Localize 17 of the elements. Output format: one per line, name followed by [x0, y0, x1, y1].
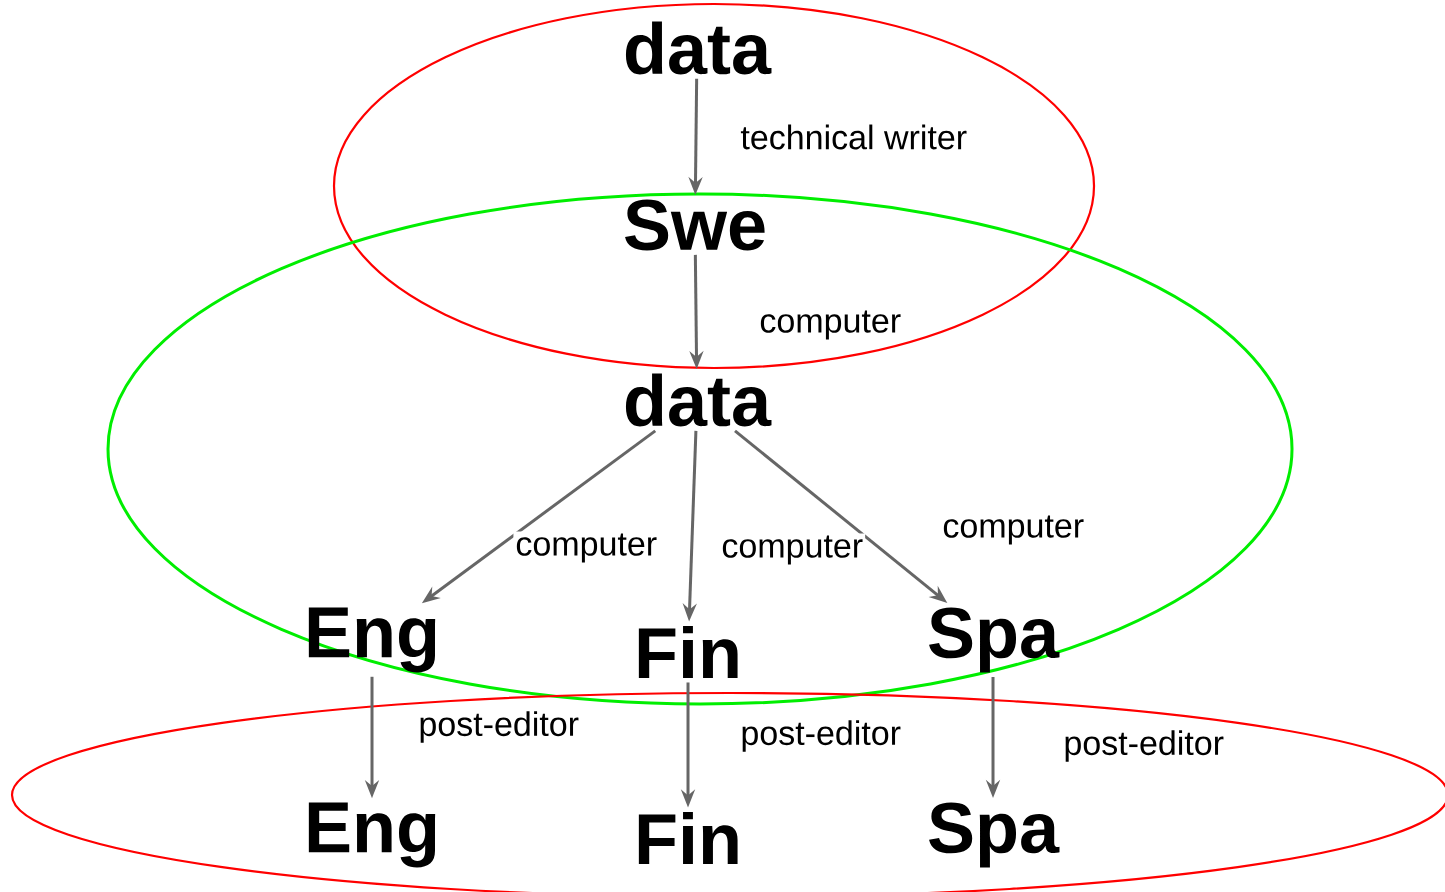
edge-label: post-editor — [738, 718, 904, 754]
edge-label: technical writer — [738, 122, 970, 152]
edge-label: computer — [940, 513, 1087, 547]
node-label: Spa — [929, 607, 1060, 673]
edge-label: post-editor — [416, 709, 582, 745]
node-label: Swe — [625, 199, 765, 251]
node-label: data — [625, 373, 772, 427]
node-label: Eng — [308, 607, 436, 673]
node-label: Eng — [308, 802, 436, 868]
node-label: Fin — [638, 811, 738, 865]
edge-label: computer — [513, 531, 660, 565]
node-label: Fin — [638, 625, 738, 679]
edge-label: post-editor — [1061, 728, 1227, 764]
node-label: Spa — [929, 802, 1060, 868]
node-label: data — [625, 21, 772, 75]
edge-label: computer — [757, 308, 904, 342]
edge-label: computer — [719, 533, 866, 567]
